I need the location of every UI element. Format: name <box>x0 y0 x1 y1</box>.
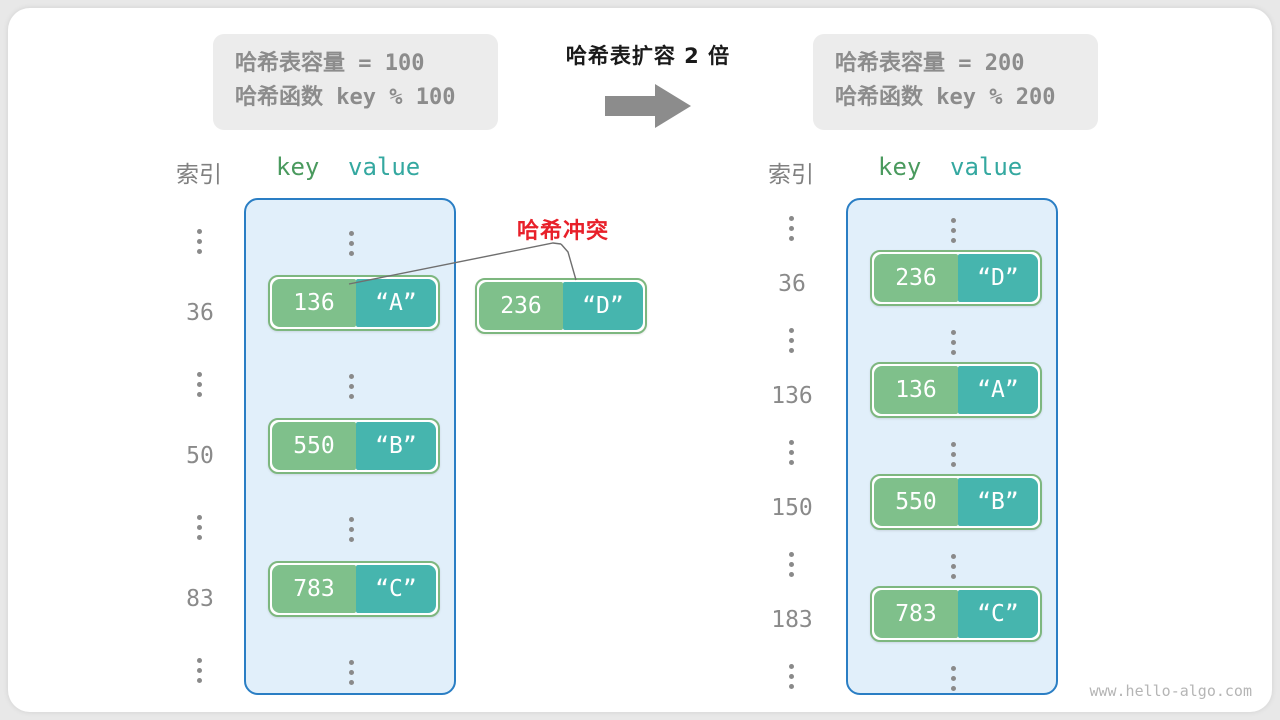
capacity-before-text: 哈希表容量 = 100 <box>235 51 425 76</box>
vertical-ellipsis-icon <box>951 329 957 355</box>
index-ellipsis <box>754 320 830 360</box>
index-ellipsis <box>754 656 830 696</box>
vertical-ellipsis-icon <box>197 372 203 397</box>
index-ellipsis <box>754 208 830 248</box>
vertical-ellipsis-icon <box>789 439 795 465</box>
header-index-left: 索引 <box>176 162 222 188</box>
header-index-right: 索引 <box>768 162 814 188</box>
vertical-ellipsis-icon <box>789 663 795 689</box>
vertical-ellipsis-icon <box>349 517 355 542</box>
key-value-pair: 550“B” <box>870 474 1042 530</box>
right-arrow-icon <box>605 84 691 128</box>
vertical-ellipsis-icon <box>789 327 795 353</box>
vertical-ellipsis-icon <box>951 665 957 691</box>
header-key-right: key <box>878 153 922 181</box>
hash-function-before-text: 哈希函数 key % 100 <box>235 85 456 110</box>
index-ellipsis <box>162 496 238 559</box>
index-ellipsis <box>162 353 238 416</box>
vertical-ellipsis-icon <box>349 374 355 399</box>
index-label: 150 <box>771 495 813 521</box>
bucket-ellipsis <box>916 322 992 362</box>
pair-value: “C” <box>957 590 1038 638</box>
vertical-ellipsis-icon <box>951 441 957 467</box>
header-value-right: value <box>950 153 1023 181</box>
bucket-ellipsis <box>314 641 390 704</box>
bucket-ellipsis <box>916 210 992 250</box>
vertical-ellipsis-icon <box>197 515 203 540</box>
pair-key: 550 <box>874 478 958 526</box>
vertical-ellipsis-icon <box>349 231 355 256</box>
key-value-pair: 783“C” <box>268 561 440 617</box>
header-key-left: key <box>276 153 320 181</box>
bucket-ellipsis <box>916 658 992 698</box>
index-ellipsis <box>754 432 830 472</box>
collision-label: 哈希冲突 <box>516 219 609 244</box>
pair-key: 136 <box>874 366 958 414</box>
diagram-card: 哈希表容量 = 100 哈希函数 key % 100 哈希表扩容 2 倍 哈希表… <box>8 8 1272 712</box>
colliding-pair-value: “D” <box>562 282 643 330</box>
index-ellipsis <box>162 639 238 702</box>
pair-key: 550 <box>272 422 356 470</box>
pair-value: “C” <box>355 565 436 613</box>
vertical-ellipsis-icon <box>349 660 355 685</box>
pair-value: “A” <box>355 279 436 327</box>
index-label: 50 <box>186 443 214 469</box>
index-label: 36 <box>186 300 214 326</box>
pair-key: 236 <box>874 254 958 302</box>
header-value-left: value <box>348 153 421 181</box>
vertical-ellipsis-icon <box>197 658 203 683</box>
key-value-pair: 236“D” <box>870 250 1042 306</box>
info-box-after: 哈希表容量 = 200 哈希函数 key % 200 <box>813 34 1098 130</box>
vertical-ellipsis-icon <box>789 551 795 577</box>
index-ellipsis <box>162 210 238 273</box>
pair-value: “B” <box>355 422 436 470</box>
index-ellipsis <box>754 544 830 584</box>
hash-table-before: 136“A” 550“B” 783“C” <box>244 198 456 695</box>
colliding-pair: 236 “D” <box>475 278 647 334</box>
index-label: 83 <box>186 586 214 612</box>
hash-table-after: 236“D” 136“A” 550“B” 783“C” <box>846 198 1058 695</box>
vertical-ellipsis-icon <box>789 215 795 241</box>
hash-function-after-text: 哈希函数 key % 200 <box>835 85 1056 110</box>
key-value-pair: 136“A” <box>268 275 440 331</box>
bucket-ellipsis <box>314 355 390 418</box>
bucket-ellipsis <box>314 498 390 561</box>
index-label: 36 <box>778 271 806 297</box>
pair-key: 783 <box>272 565 356 613</box>
colliding-pair-key: 236 <box>479 282 563 330</box>
pair-key: 783 <box>874 590 958 638</box>
vertical-ellipsis-icon <box>951 553 957 579</box>
key-value-pair: 550“B” <box>268 418 440 474</box>
pair-value: “B” <box>957 478 1038 526</box>
pair-value: “D” <box>957 254 1038 302</box>
bucket-ellipsis <box>916 546 992 586</box>
index-label: 136 <box>771 383 813 409</box>
index-label: 183 <box>771 607 813 633</box>
info-box-before: 哈希表容量 = 100 哈希函数 key % 100 <box>213 34 498 130</box>
capacity-after-text: 哈希表容量 = 200 <box>835 51 1025 76</box>
key-value-pair: 136“A” <box>870 362 1042 418</box>
vertical-ellipsis-icon <box>951 217 957 243</box>
key-value-pair: 783“C” <box>870 586 1042 642</box>
bucket-ellipsis <box>314 212 390 275</box>
right-arrow-icon-wrap <box>508 82 788 134</box>
pair-key: 136 <box>272 279 356 327</box>
resize-title: 哈希表扩容 2 倍 <box>565 44 731 68</box>
watermark: www.hello-algo.com <box>1089 682 1252 700</box>
vertical-ellipsis-icon <box>197 229 203 254</box>
bucket-ellipsis <box>916 434 992 474</box>
pair-value: “A” <box>957 366 1038 414</box>
